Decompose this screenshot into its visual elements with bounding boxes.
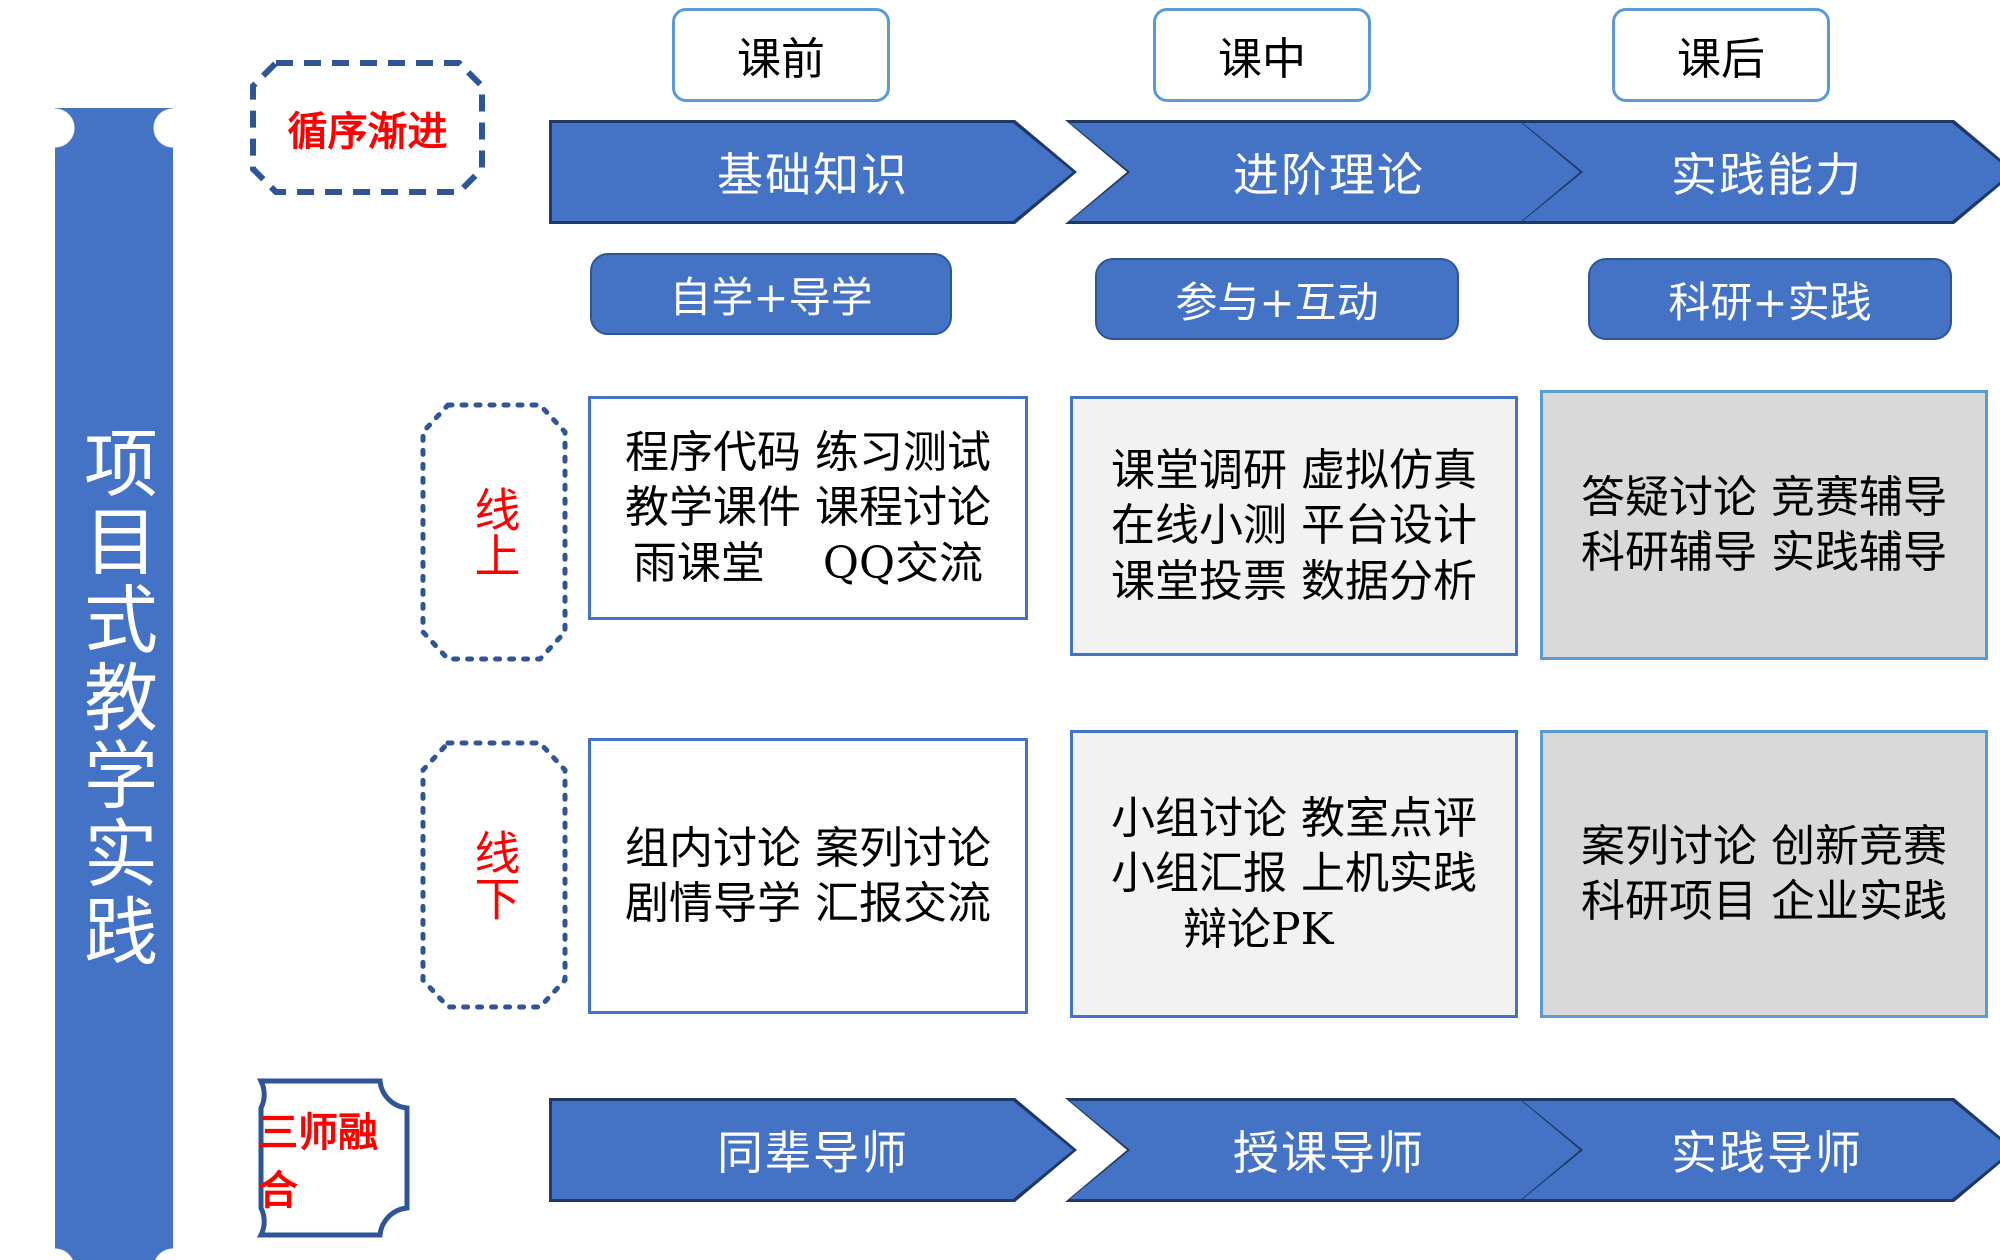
chevron-mentor-pre-label: 同辈导师 xyxy=(717,1126,909,1180)
chevron-mentor-mid[interactable]: 授课导师 xyxy=(1065,1098,1593,1202)
chevron-mentor-pre[interactable]: 同辈导师 xyxy=(549,1098,1077,1202)
chevron-mid-label: 进阶理论 xyxy=(1233,148,1425,202)
offline-box-post-line-2: 科研项目 企业实践 xyxy=(1581,876,1947,927)
online-box-mid-line-3: 课堂投票 数据分析 xyxy=(1111,555,1477,607)
mode-pill-pre-label: 自学+导学 xyxy=(669,272,873,322)
chevron-mentor-mid-fill xyxy=(1065,1098,1593,1202)
row-tag-progressive: 循序渐进 xyxy=(250,60,485,195)
online-box-post-line-1: 答疑讨论 竞赛辅导 xyxy=(1581,471,1947,523)
online-box-pre: 程序代码 练习测试 教学课件 课程讨论 雨课堂 QQ交流 xyxy=(588,396,1028,620)
offline-box-pre-line-1: 组内讨论 案列讨论 xyxy=(625,822,991,874)
chevron-post-label: 实践能力 xyxy=(1671,148,1863,202)
row-tag-three-mentor: 三师融合 xyxy=(256,1078,410,1238)
chevron-mentor-post[interactable]: 实践导师 xyxy=(1518,1098,2000,1202)
chevron-stage-mid[interactable]: 进阶理论 xyxy=(1065,120,1593,224)
row-tag-online: 线上 xyxy=(420,402,568,662)
chevron-stage-post[interactable]: 实践能力 xyxy=(1518,120,2000,224)
offline-box-mid-line-3: 辩论PK xyxy=(1183,903,1334,955)
chevron-pre-fill xyxy=(549,120,1077,224)
stage-pill-pre[interactable]: 课前 xyxy=(672,8,890,102)
row-tag-offline: 线下 xyxy=(420,740,568,1010)
online-box-mid: 课堂调研 虚拟仿真 在线小测 平台设计 课堂投票 数据分析 xyxy=(1070,396,1518,656)
stage-pill-mid-label: 课中 xyxy=(1218,34,1306,85)
online-box-post: 答疑讨论 竞赛辅导 科研辅导 实践辅导 xyxy=(1540,390,1988,660)
mode-pill-mid[interactable]: 参与+互动 xyxy=(1095,258,1459,340)
online-box-pre-line-2: 教学课件 课程讨论 xyxy=(625,482,991,534)
mode-pill-post[interactable]: 科研+实践 xyxy=(1588,258,1952,340)
mode-pill-post-label: 科研+实践 xyxy=(1668,277,1872,327)
chevron-post-fill xyxy=(1518,120,2000,224)
mode-pill-pre[interactable]: 自学+导学 xyxy=(590,253,952,335)
offline-box-pre: 组内讨论 案列讨论 剧情导学 汇报交流 xyxy=(588,738,1028,1014)
row-tag-progressive-label: 循序渐进 xyxy=(287,108,448,155)
dotted-octagon-border-icon xyxy=(420,402,568,662)
dashed-octagon-border-icon xyxy=(250,60,485,195)
plaque-border-icon xyxy=(256,1078,410,1238)
online-box-pre-line-3: 雨课堂 QQ交流 xyxy=(632,537,984,589)
online-box-post-line-2: 科研辅导 实践辅导 xyxy=(1581,527,1947,578)
stage-pill-mid[interactable]: 课中 xyxy=(1153,8,1371,102)
online-box-mid-line-2: 在线小测 平台设计 xyxy=(1111,500,1477,552)
left-banner xyxy=(55,108,173,1260)
stage-pill-post[interactable]: 课后 xyxy=(1612,8,1830,102)
chevron-mid-fill xyxy=(1065,120,1593,224)
offline-box-post-line-1: 案列讨论 创新竞赛 xyxy=(1581,820,1947,872)
offline-box-mid-line-1: 小组讨论 教室点评 xyxy=(1111,792,1477,844)
chevron-mentor-mid-label: 授课导师 xyxy=(1233,1126,1425,1180)
mode-pill-mid-label: 参与+互动 xyxy=(1175,277,1379,327)
row-tag-online-label: 线上 xyxy=(467,486,522,578)
offline-box-mid-line-2: 小组汇报 上机实践 xyxy=(1111,848,1477,900)
online-box-pre-line-1: 程序代码 练习测试 xyxy=(625,426,991,478)
dotted-octagon-border-icon xyxy=(420,740,568,1010)
banner-title: 项目式教学实践 xyxy=(71,425,158,971)
offline-box-mid: 小组讨论 教室点评 小组汇报 上机实践 辩论PK xyxy=(1070,730,1518,1018)
offline-box-post: 案列讨论 创新竞赛 科研项目 企业实践 xyxy=(1540,730,1988,1018)
online-box-mid-line-1: 课堂调研 虚拟仿真 xyxy=(1111,444,1477,496)
stage-pill-post-label: 课后 xyxy=(1677,34,1765,85)
chevron-mentor-pre-fill xyxy=(549,1098,1077,1202)
row-tag-offline-label: 线下 xyxy=(467,829,522,921)
chevron-pre-label: 基础知识 xyxy=(717,148,909,202)
chevron-mentor-post-fill xyxy=(1518,1098,2000,1202)
row-tag-three-mentor-label: 三师融合 xyxy=(258,1110,378,1214)
offline-box-pre-line-2: 剧情导学 汇报交流 xyxy=(625,878,991,929)
stage-pill-pre-label: 课前 xyxy=(737,34,825,85)
chevron-mentor-post-label: 实践导师 xyxy=(1671,1126,1863,1180)
chevron-stage-pre[interactable]: 基础知识 xyxy=(549,120,1077,224)
